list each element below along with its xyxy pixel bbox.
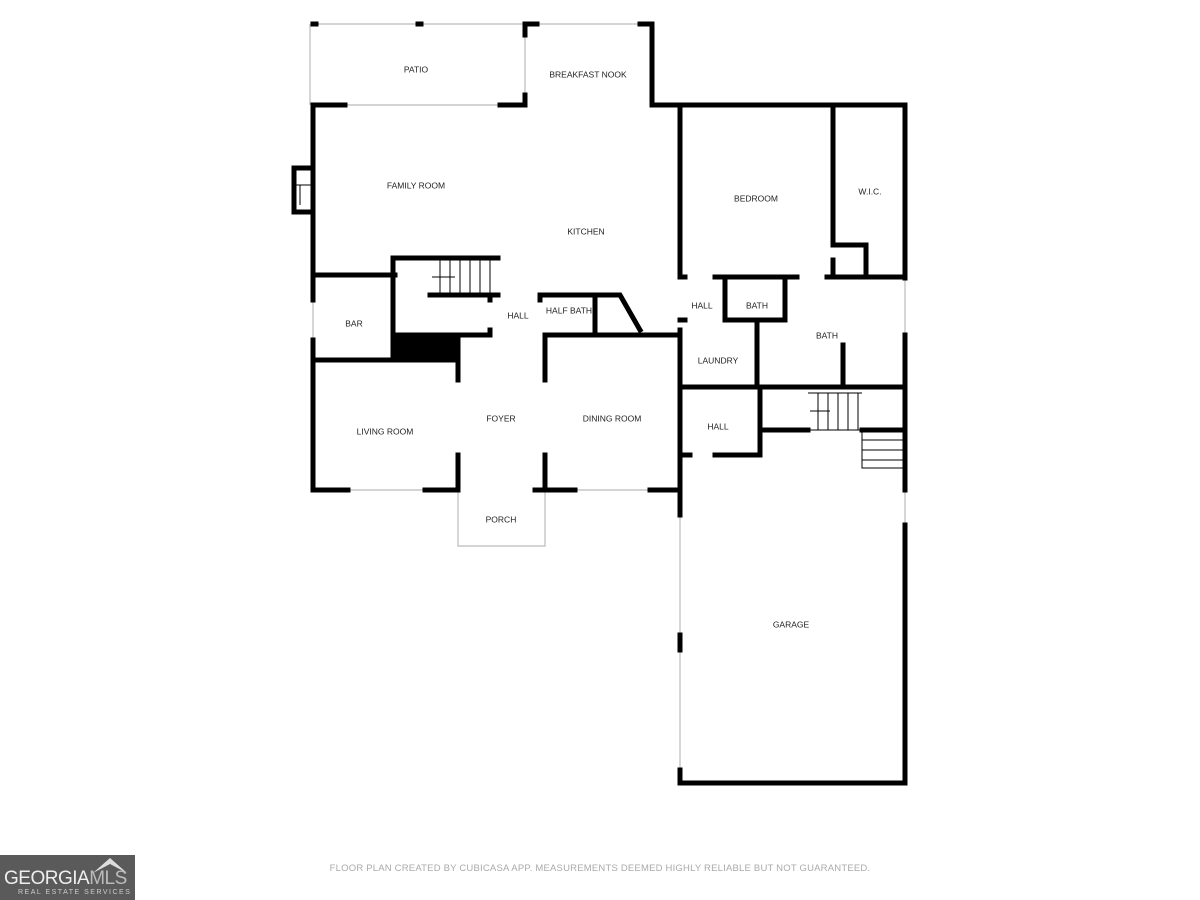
georgia-mls-logo: GEORGIAMLS REAL ESTATE SERVICES (0, 855, 135, 900)
room-label-bath: BATH (816, 330, 838, 340)
room-label-breakfast-nook: BREAKFAST NOOK (549, 69, 627, 79)
walls (291, 21, 908, 786)
room-label-half-bath: HALF BATH (546, 305, 592, 315)
disclaimer-text: FLOOR PLAN CREATED BY CUBICASA APP. MEAS… (329, 863, 871, 874)
room-label-wic: W.I.C. (858, 186, 881, 196)
room-label-bath: BATH (746, 300, 768, 310)
room-label-hall: HALL (691, 300, 713, 310)
room-label-kitchen: KITCHEN (567, 226, 604, 236)
room-label-living-room: LIVING ROOM (357, 426, 414, 436)
room-label-foyer: FOYER (486, 413, 515, 423)
thin-lines (309, 23, 906, 784)
room-label-porch: PORCH (486, 514, 517, 524)
room-label-bedroom: BEDROOM (734, 193, 778, 203)
logo-tagline: REAL ESTATE SERVICES (18, 889, 132, 896)
roof-icon (93, 858, 127, 873)
room-label-bar: BAR (345, 318, 362, 328)
logo-accent: MLS (89, 868, 127, 889)
logo-main: GEORGIA (4, 868, 90, 889)
room-label-hall: HALL (507, 310, 529, 320)
room-label-hall: HALL (707, 421, 729, 431)
room-label-laundry: LAUNDRY (698, 355, 739, 365)
room-label-family-room: FAMILY ROOM (387, 180, 445, 190)
room-label-patio: PATIO (404, 64, 429, 74)
stairs (294, 184, 905, 469)
room-label-garage: GARAGE (773, 619, 810, 629)
room-label-dining-room: DINING ROOM (583, 413, 642, 423)
